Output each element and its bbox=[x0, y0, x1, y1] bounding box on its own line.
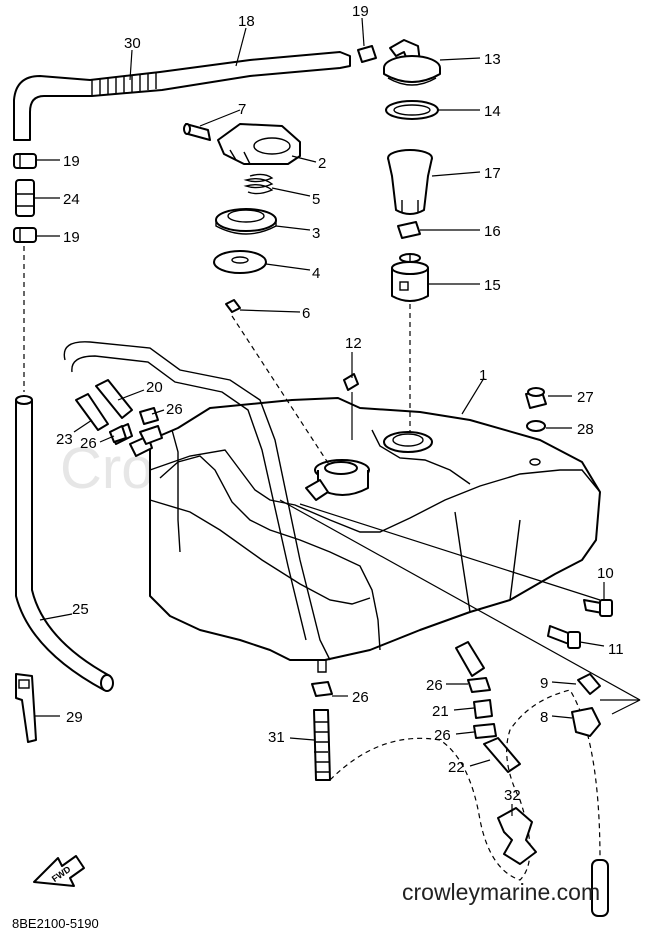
callout-30: 30 bbox=[124, 35, 141, 52]
hose-end-bottom bbox=[591, 859, 609, 917]
callout-26-upper: 26 bbox=[166, 401, 183, 418]
clip-26-bottom bbox=[311, 681, 333, 697]
joint-21 bbox=[473, 699, 493, 719]
fuel-filter-15 bbox=[391, 253, 429, 302]
callout-16: 16 bbox=[484, 223, 501, 240]
assembly-line-diag-a bbox=[279, 499, 641, 701]
spring-5 bbox=[243, 173, 274, 195]
hose-clamp-19-top bbox=[357, 45, 377, 63]
callout-25: 25 bbox=[72, 601, 89, 618]
callout-17: 17 bbox=[484, 165, 501, 182]
assembly-line-cap bbox=[231, 315, 331, 467]
strainer-17 bbox=[387, 149, 433, 215]
callout-14: 14 bbox=[484, 103, 501, 120]
hose-20 bbox=[95, 379, 133, 419]
callout-19-upper: 19 bbox=[63, 153, 80, 170]
hose-joint-24 bbox=[15, 179, 35, 217]
callout-26-bottom: 26 bbox=[352, 689, 369, 706]
callout-1: 1 bbox=[479, 367, 487, 384]
callout-4: 4 bbox=[312, 265, 320, 282]
callout-11: 11 bbox=[608, 641, 624, 658]
hose-clamp-19-upper bbox=[13, 153, 37, 169]
fuel-tank bbox=[63, 341, 601, 673]
callout-31: 31 bbox=[268, 729, 285, 746]
clip-26-lower-a bbox=[467, 677, 491, 693]
callout-24: 24 bbox=[63, 191, 80, 208]
fwd-arrow-icon: FWD bbox=[33, 855, 85, 887]
hose-22 bbox=[483, 737, 521, 773]
callout-15: 15 bbox=[484, 277, 501, 294]
breather-hose bbox=[13, 51, 351, 141]
callout-8: 8 bbox=[540, 709, 548, 726]
long-hose-25 bbox=[15, 395, 114, 692]
callout-18: 18 bbox=[238, 13, 255, 30]
pin-7 bbox=[183, 123, 211, 141]
clip-9 bbox=[577, 673, 601, 695]
hose-upper-elbow bbox=[455, 641, 485, 677]
callout-27: 27 bbox=[577, 389, 594, 406]
callout-26-lower-b: 26 bbox=[434, 727, 451, 744]
clip-12 bbox=[343, 373, 359, 391]
cap-nut-27 bbox=[525, 387, 547, 409]
callout-28: 28 bbox=[577, 421, 594, 438]
clip-32 bbox=[497, 807, 537, 865]
diagram-code: 8BE2100-5190 bbox=[12, 916, 99, 931]
bracket-8-9 bbox=[600, 699, 641, 715]
gasket-3 bbox=[215, 208, 277, 235]
callout-9: 9 bbox=[540, 675, 548, 692]
callout-7: 7 bbox=[238, 101, 246, 118]
callout-12: 12 bbox=[345, 335, 362, 352]
callout-6: 6 bbox=[302, 305, 310, 322]
callout-21: 21 bbox=[432, 703, 449, 720]
callout-20: 20 bbox=[146, 379, 163, 396]
tank-cap-2 bbox=[217, 123, 301, 165]
bolt-10 bbox=[583, 599, 613, 617]
clip-26-left bbox=[109, 425, 127, 443]
callout-26-lower-a: 26 bbox=[426, 677, 443, 694]
website-label: crowleymarine.com bbox=[402, 879, 600, 905]
callout-19-top: 19 bbox=[352, 3, 369, 20]
hose-band-29 bbox=[15, 673, 37, 743]
hose-23 bbox=[75, 393, 109, 431]
elbow-13 bbox=[383, 39, 441, 86]
clip-8 bbox=[571, 707, 601, 737]
callout-19-lower: 19 bbox=[63, 229, 80, 246]
callout-26-left: 26 bbox=[80, 435, 97, 452]
callout-2: 2 bbox=[318, 155, 326, 172]
callout-5: 5 bbox=[312, 191, 320, 208]
bolt-11 bbox=[547, 625, 581, 649]
washer-4 bbox=[213, 250, 267, 274]
fuel-line-dashed bbox=[329, 689, 601, 881]
clip-26-lower-b bbox=[473, 723, 497, 739]
hose-clamp-19-lower bbox=[13, 227, 37, 243]
callout-22: 22 bbox=[448, 759, 465, 776]
washer-28 bbox=[526, 420, 546, 432]
callout-32: 32 bbox=[504, 787, 521, 804]
callout-3: 3 bbox=[312, 225, 320, 242]
callout-labels: 1 2 3 4 5 6 7 8 9 10 11 12 13 14 15 16 1… bbox=[56, 3, 624, 804]
callout-23: 23 bbox=[56, 431, 73, 448]
callout-13: 13 bbox=[484, 51, 501, 68]
seal-ring-14 bbox=[385, 100, 439, 120]
leader-lines bbox=[34, 17, 605, 816]
callout-10: 10 bbox=[597, 565, 614, 582]
clip-26-upper bbox=[139, 407, 159, 425]
primer-bulb-hose-31 bbox=[313, 709, 331, 781]
clamp-16 bbox=[397, 221, 421, 239]
clip-6 bbox=[225, 299, 241, 313]
assembly-line-diag-b bbox=[299, 503, 601, 601]
callout-29: 29 bbox=[66, 709, 83, 726]
